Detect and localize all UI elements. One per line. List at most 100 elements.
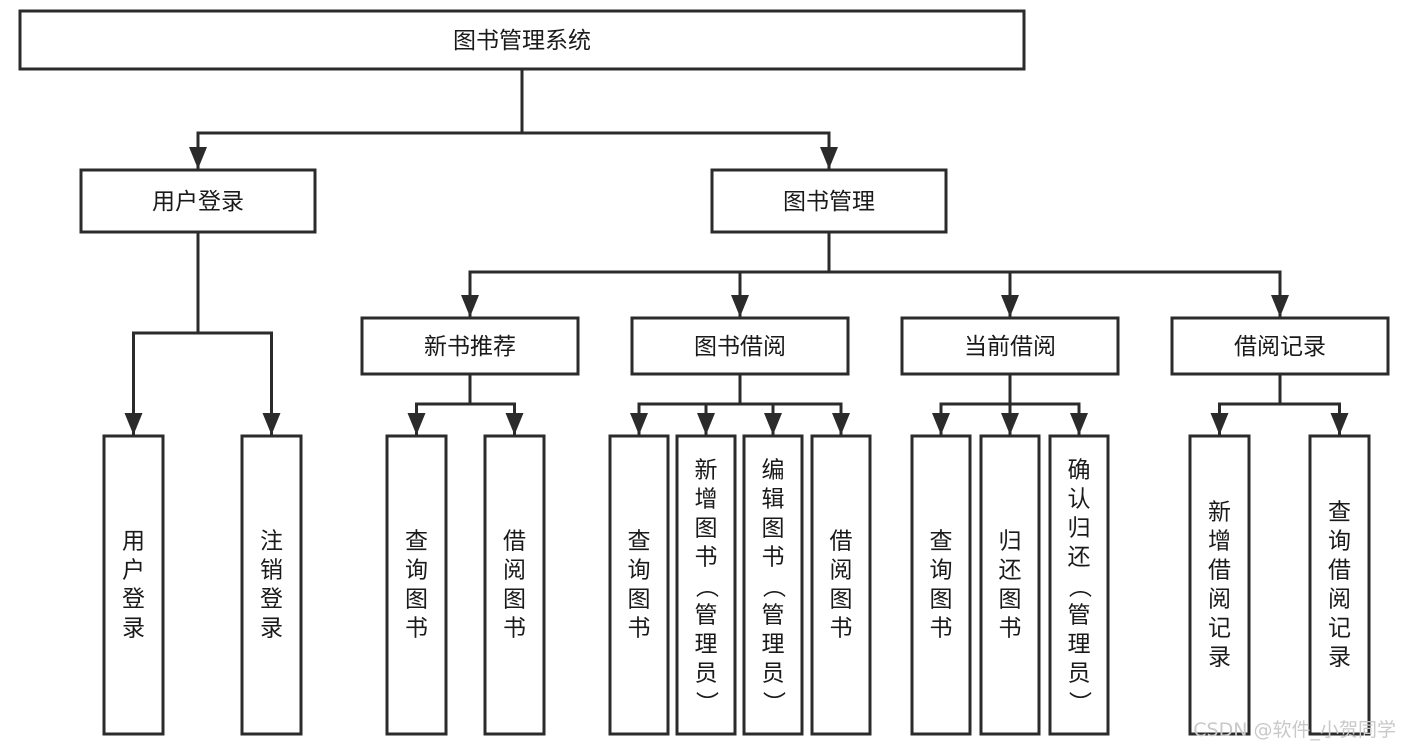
node-label-char: 登 (122, 587, 145, 613)
node-label-char: 书 (930, 616, 953, 642)
csdn-watermark: CSDN @软件_小贺同学 (1193, 719, 1396, 741)
node-label-char: 归 (999, 529, 1022, 555)
node-label-char: 图 (999, 587, 1022, 613)
arrow-head-icon (1001, 295, 1019, 317)
node-label-char: 书 (503, 616, 526, 642)
node-label-char: 登 (260, 587, 283, 613)
node-label-char: 图 (695, 516, 718, 542)
arrow-head-icon (407, 413, 426, 435)
node-label-char: 借 (830, 529, 853, 555)
arrow-head-icon (1330, 413, 1349, 435)
node-book-management[interactable]: 图书管理 (710, 168, 948, 234)
node-label-char: 理 (762, 632, 785, 658)
node-label: 图书借阅 (694, 334, 786, 360)
node-box (79, 168, 317, 234)
node-label-char: 书 (999, 616, 1022, 642)
node-label-char: 书 (695, 545, 718, 571)
node-label-char: 新 (1208, 500, 1231, 526)
node-root[interactable]: 图书管理系统 (18, 9, 1026, 71)
node-label: 图书管理 (783, 189, 875, 215)
node-label-char: 图 (930, 587, 953, 613)
arrow-head-icon (124, 413, 143, 435)
node-label-char: 确 (1068, 458, 1091, 484)
node-label-char: 录 (122, 616, 145, 642)
node-box (240, 434, 303, 736)
arrow-head-icon (1210, 413, 1229, 435)
arrow-head-icon (697, 413, 715, 435)
node-label-char: 询 (1328, 529, 1351, 555)
arrow-head-icon (461, 295, 479, 317)
node-book-borrow[interactable]: 图书借阅 (630, 316, 850, 376)
node-label-char: 管 (762, 603, 785, 629)
node-label-char: 图 (830, 587, 853, 613)
node-box (675, 434, 737, 736)
node-label-char: 书 (830, 616, 853, 642)
node-label-char: 新 (695, 458, 718, 484)
node-label-char: 录 (1328, 645, 1351, 671)
node-box (742, 434, 804, 736)
node-label-char: 询 (628, 558, 651, 584)
node-label-char: ） (760, 691, 786, 714)
node-label-char: 借 (1328, 558, 1351, 584)
node-label-char: 还 (1068, 545, 1091, 571)
node-label-char: 图 (628, 587, 651, 613)
node-label-char: 认 (1068, 487, 1091, 513)
node-label-char: 书 (405, 616, 428, 642)
node-label-char: 阅 (1208, 587, 1231, 613)
node-label-char: 辑 (762, 487, 785, 513)
node-box (710, 168, 948, 234)
node-label-char: 销 (260, 558, 283, 584)
node-user-login-do[interactable]: 用户登录 (102, 434, 165, 736)
node-box (102, 434, 165, 736)
node-label-char: 借 (503, 529, 526, 555)
node-box (1188, 434, 1251, 736)
node-label-char: 归 (1068, 516, 1091, 542)
node-label-char: 阅 (1328, 587, 1351, 613)
node-box (1170, 316, 1390, 376)
node-box (810, 434, 872, 736)
node-label-char: 理 (1068, 632, 1091, 658)
node-label-char: 员 (695, 661, 718, 687)
node-label-char: 图 (762, 516, 785, 542)
node-new-book-recommend[interactable]: 新书推荐 (360, 316, 580, 376)
node-box (18, 9, 1026, 71)
node-label-char: 查 (930, 529, 953, 555)
node-label-char: 用 (122, 529, 145, 555)
node-label-char: 录 (260, 616, 283, 642)
node-label-char: 记 (1328, 616, 1351, 642)
node-label-char: 查 (405, 529, 428, 555)
node-label-char: 理 (695, 632, 718, 658)
node-label-char: 阅 (503, 558, 526, 584)
node-label-char: 记 (1208, 616, 1231, 642)
node-label: 用户登录 (152, 189, 244, 215)
node-label-char: 书 (628, 616, 651, 642)
node-label-char: （ (760, 575, 786, 598)
node-label: 当前借阅 (964, 334, 1056, 360)
node-label-char: 查 (628, 529, 651, 555)
connector-layer (124, 67, 1349, 437)
node-borrow-records[interactable]: 借阅记录 (1170, 316, 1390, 376)
node-label-char: （ (693, 575, 719, 598)
node-user-login[interactable]: 用户登录 (79, 168, 317, 234)
node-label-char: ） (693, 691, 719, 714)
node-current-borrow[interactable]: 当前借阅 (900, 316, 1120, 376)
arrow-head-icon (820, 147, 838, 169)
node-label-char: 增 (695, 487, 718, 513)
node-label-char: 注 (260, 529, 283, 555)
node-label-char: 图 (503, 587, 526, 613)
arrow-head-icon (189, 147, 207, 169)
node-box (1308, 434, 1371, 736)
node-label: 图书管理系统 (453, 28, 591, 54)
